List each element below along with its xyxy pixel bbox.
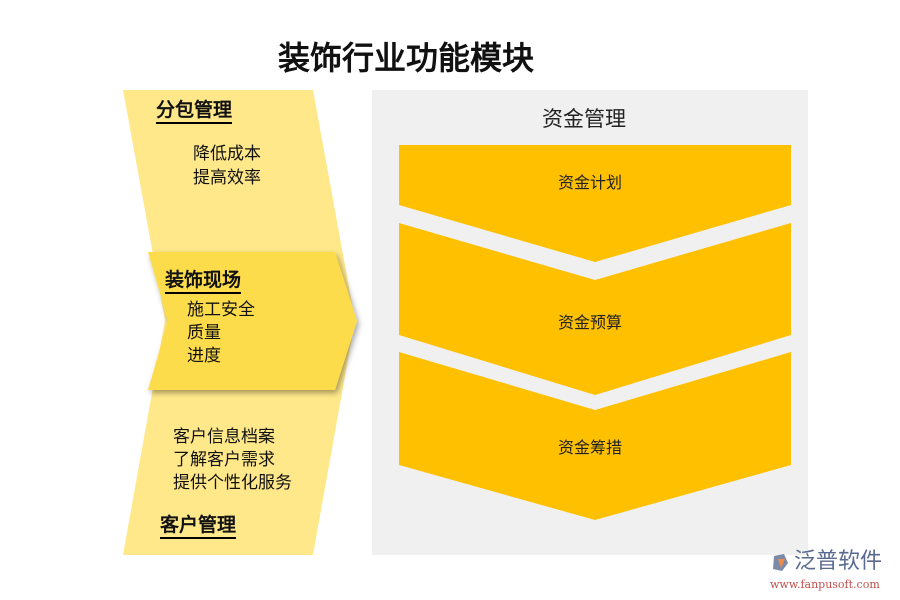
fanpu-logo-icon <box>770 553 790 573</box>
site-item: 施工安全 <box>187 300 255 320</box>
subcontract-item: 降低成本 <box>193 144 261 164</box>
page-title: 装饰行业功能模块 <box>278 39 535 77</box>
watermark-url: www.fanpusoft.com <box>770 578 880 591</box>
step-label: 资金预算 <box>558 313 623 332</box>
fund-heading: 资金管理 <box>542 107 626 131</box>
step-chevron-1 <box>399 145 791 262</box>
site-heading: 装饰现场 <box>165 268 242 294</box>
site-chevron <box>148 252 357 390</box>
site-item: 质量 <box>187 323 221 343</box>
subcontract-heading: 分包管理 <box>156 98 233 124</box>
step-chevron-3 <box>399 352 791 520</box>
customer-heading: 客户管理 <box>160 513 237 539</box>
step-chevron-2 <box>399 223 791 395</box>
customer-item: 客户信息档案 <box>173 427 275 447</box>
customer-item: 提供个性化服务 <box>173 473 292 493</box>
watermark-name: 泛普软件 <box>794 549 883 574</box>
subcontract-item: 提高效率 <box>193 168 261 188</box>
step-label: 资金计划 <box>558 173 623 192</box>
site-item: 进度 <box>187 346 221 366</box>
step-label: 资金筹措 <box>558 438 623 457</box>
customer-item: 了解客户需求 <box>173 450 275 470</box>
